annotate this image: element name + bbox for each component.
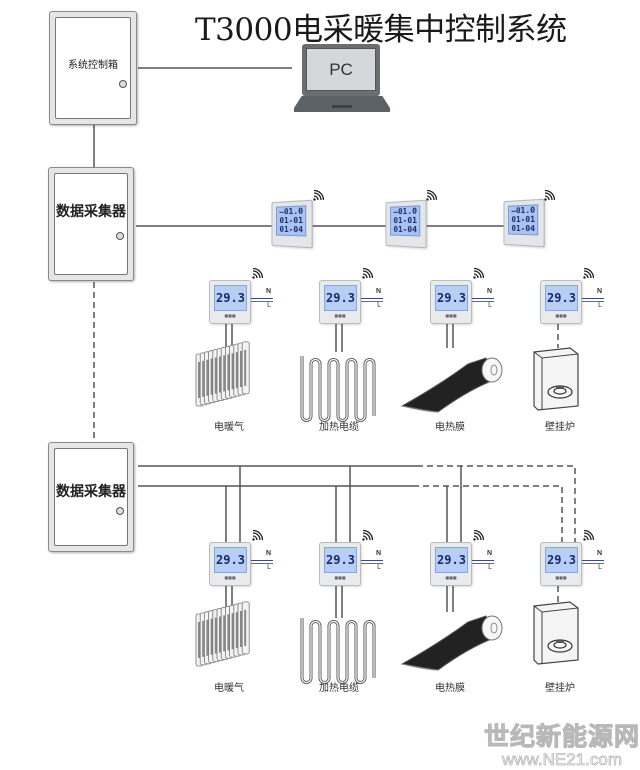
device-label: 电暖气 bbox=[214, 683, 244, 694]
device-label: 电热膜 bbox=[435, 683, 465, 694]
watermark-site-name: 世纪新能源网 bbox=[484, 722, 640, 752]
thermostat-display: 29.3 bbox=[214, 285, 247, 311]
device-label: 壁挂炉 bbox=[545, 422, 575, 433]
wall-boiler-device bbox=[530, 598, 582, 670]
neutral-label: N bbox=[596, 288, 602, 295]
heating-film-device bbox=[398, 608, 508, 682]
lock-icon bbox=[116, 507, 124, 515]
watermark-url: www.NE21.com bbox=[502, 750, 623, 770]
live-label: L bbox=[598, 564, 602, 571]
neutral-label: N bbox=[375, 288, 381, 295]
wifi-icon bbox=[362, 268, 373, 279]
thermostat-display: 29.3 bbox=[214, 547, 247, 573]
live-label: L bbox=[598, 302, 602, 309]
wifi-icon bbox=[426, 190, 437, 201]
thermostat: 29.3■■■ bbox=[540, 542, 582, 586]
thermostat-display: 29.3 bbox=[324, 547, 357, 573]
device-label: 电热膜 bbox=[435, 422, 465, 433]
thermostat-display: 29.3 bbox=[545, 285, 578, 311]
bus-extension-dashed-1 bbox=[417, 465, 576, 544]
thermostat: 29.3■■■ bbox=[540, 280, 582, 324]
thermostat: 29.3■■■ bbox=[430, 542, 472, 586]
lock-icon bbox=[119, 80, 127, 88]
diagram-title: T3000电采暖集中控制系统 bbox=[195, 12, 567, 48]
neutral-label: N bbox=[375, 550, 381, 557]
live-label: L bbox=[267, 302, 271, 309]
thermostat: 29.3■■■ bbox=[209, 280, 251, 324]
data-collector-2: 数据采集器 bbox=[48, 442, 134, 552]
watermark: 世纪新能源网 www.NE21.com bbox=[484, 717, 640, 770]
wifi-icon bbox=[473, 268, 484, 279]
heating-film-device bbox=[398, 350, 508, 424]
lock-icon bbox=[116, 232, 124, 240]
thermostat: 29.3■■■ bbox=[430, 280, 472, 324]
thermostat-display: 29.3 bbox=[435, 285, 468, 311]
live-label: L bbox=[488, 564, 492, 571]
thermostat-display: 29.3 bbox=[545, 547, 578, 573]
wifi-icon bbox=[362, 530, 373, 541]
thermostat-display: 29.3 bbox=[324, 285, 357, 311]
live-label: L bbox=[267, 564, 271, 571]
device-label: 电暖气 bbox=[214, 422, 244, 433]
wifi-icon bbox=[583, 268, 594, 279]
data-collector-2-label: 数据采集器 bbox=[56, 484, 126, 500]
thermostat: 29.3■■■ bbox=[319, 542, 361, 586]
bus-extension-dashed-2 bbox=[413, 485, 563, 544]
device-label: 壁挂炉 bbox=[545, 683, 575, 694]
thermostat: 29.3■■■ bbox=[209, 542, 251, 586]
system-control-box-label: 系统控制箱 bbox=[68, 60, 118, 71]
neutral-label: N bbox=[265, 550, 271, 557]
thermostat-display: 29.3 bbox=[435, 547, 468, 573]
radiator-device bbox=[192, 600, 256, 684]
wifi-icon bbox=[252, 530, 263, 541]
live-label: L bbox=[488, 302, 492, 309]
pc-laptop: PC bbox=[294, 44, 390, 116]
wall-boiler-device bbox=[530, 344, 582, 416]
heating-cable-device bbox=[298, 350, 384, 434]
wifi-icon bbox=[313, 190, 324, 201]
live-label: L bbox=[377, 564, 381, 571]
pc-label: PC bbox=[306, 48, 376, 91]
device-label: 加热电缆 bbox=[319, 683, 359, 694]
wifi-icon bbox=[252, 268, 263, 279]
data-collector-1-label: 数据采集器 bbox=[56, 204, 126, 220]
live-label: L bbox=[377, 302, 381, 309]
thermostat: 29.3■■■ bbox=[319, 280, 361, 324]
neutral-label: N bbox=[486, 288, 492, 295]
neutral-label: N bbox=[596, 550, 602, 557]
system-control-box: 系统控制箱 bbox=[49, 11, 137, 125]
device-label: 加热电缆 bbox=[319, 422, 359, 433]
neutral-label: N bbox=[486, 550, 492, 557]
neutral-label: N bbox=[265, 288, 271, 295]
wifi-icon bbox=[473, 530, 484, 541]
radiator-device bbox=[192, 340, 256, 424]
data-collector-1: 数据采集器 bbox=[48, 167, 134, 281]
wifi-icon bbox=[583, 530, 594, 541]
heating-cable-device bbox=[298, 612, 384, 696]
wifi-icon bbox=[544, 190, 555, 201]
